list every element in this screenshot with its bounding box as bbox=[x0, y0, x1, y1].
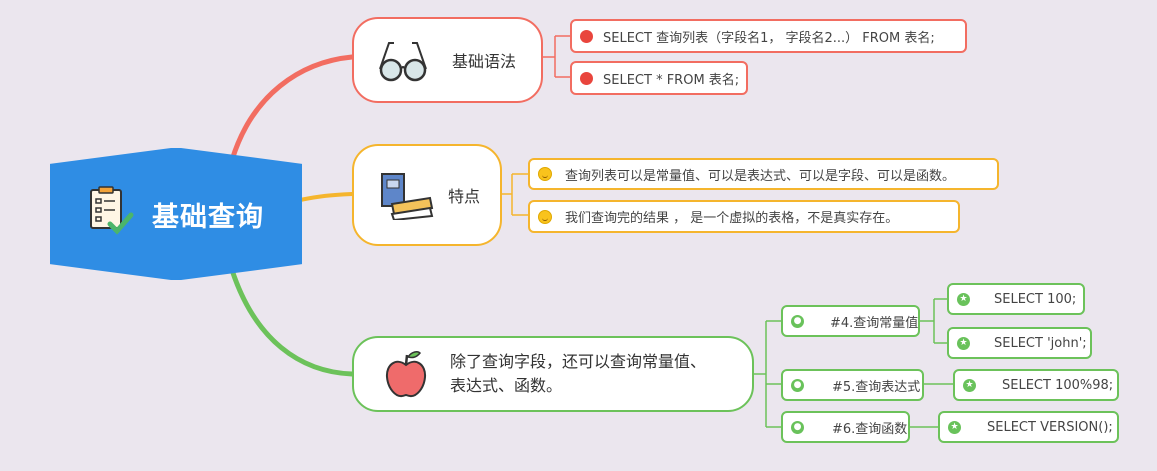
star-icon: ★ bbox=[957, 336, 970, 350]
sub-expression-query[interactable]: ● #5.查询表达式 bbox=[781, 369, 924, 401]
red-dot-icon bbox=[580, 29, 593, 43]
sub-function-query[interactable]: ● #6.查询函数 bbox=[781, 411, 910, 443]
branch-features[interactable]: 特点 bbox=[352, 144, 502, 246]
glasses-icon bbox=[379, 42, 427, 82]
leaf-select-100[interactable]: ★ SELECT 100; bbox=[947, 283, 1085, 315]
leaf-text: SELECT 100; bbox=[994, 291, 1077, 307]
user-icon: ● bbox=[791, 420, 804, 434]
root-topic[interactable]: 基础查询 bbox=[50, 148, 302, 280]
checklist-icon bbox=[90, 186, 134, 235]
smiley-icon bbox=[538, 209, 552, 224]
branch-extra-queries[interactable]: 除了查询字段，还可以查询常量值、 表达式、函数。 bbox=[352, 336, 754, 412]
star-icon: ★ bbox=[963, 378, 976, 392]
sub-label: #6.查询函数 bbox=[832, 421, 908, 437]
branch-label-line1: 除了查询字段，还可以查询常量值、 bbox=[450, 352, 707, 371]
leaf-text: SELECT VERSION(); bbox=[987, 419, 1113, 435]
leaf-select-john[interactable]: ★ SELECT 'john'; bbox=[947, 327, 1092, 359]
sub-constant-query[interactable]: ● #4.查询常量值 bbox=[781, 305, 920, 337]
smiley-icon bbox=[538, 167, 552, 181]
leaf-text: SELECT * FROM 表名; bbox=[603, 72, 740, 88]
star-icon: ★ bbox=[948, 420, 961, 434]
branch-label-line2: 表达式、函数。 bbox=[450, 376, 563, 395]
books-icon bbox=[381, 173, 434, 220]
leaf-feature-1[interactable]: 查询列表可以是常量值、可以是表达式、可以是字段、可以是函数。 bbox=[528, 158, 999, 190]
leaf-text: SELECT 100%98; bbox=[1002, 377, 1114, 393]
leaf-feature-2[interactable]: 我们查询完的结果 ， 是一个虚拟的表格，不是真实存在。 bbox=[528, 200, 960, 233]
leaf-text: 我们查询完的结果 ， 是一个虚拟的表格，不是真实存在。 bbox=[565, 211, 899, 226]
leaf-syntax-1[interactable]: SELECT 查询列表（字段名1， 字段名2...） FROM 表名; bbox=[570, 19, 967, 53]
branch-label: 基础语法 bbox=[452, 52, 517, 71]
sub-label: #5.查询表达式 bbox=[832, 379, 921, 395]
leaf-text: SELECT 'john'; bbox=[994, 335, 1087, 351]
branch-basic-syntax[interactable]: 基础语法 bbox=[352, 17, 543, 103]
branch-label: 特点 bbox=[448, 187, 481, 206]
leaf-syntax-2[interactable]: SELECT * FROM 表名; bbox=[570, 61, 748, 95]
leaf-text: SELECT 查询列表（字段名1， 字段名2...） FROM 表名; bbox=[603, 30, 935, 46]
branch-label: 除了查询字段，还可以查询常量值、 表达式、函数。 bbox=[450, 350, 706, 398]
apple-icon bbox=[385, 351, 427, 398]
red-dot-icon bbox=[580, 71, 593, 85]
leaf-select-version[interactable]: ★ SELECT VERSION(); bbox=[938, 411, 1119, 443]
root-title: 基础查询 bbox=[152, 201, 264, 233]
leaf-text: 查询列表可以是常量值、可以是表达式、可以是字段、可以是函数。 bbox=[565, 168, 956, 184]
leaf-select-mod[interactable]: ★ SELECT 100%98; bbox=[953, 369, 1119, 401]
user-icon: ● bbox=[791, 378, 804, 392]
user-icon: ● bbox=[791, 314, 804, 328]
sub-label: #4.查询常量值 bbox=[830, 315, 919, 331]
star-icon: ★ bbox=[957, 292, 970, 306]
